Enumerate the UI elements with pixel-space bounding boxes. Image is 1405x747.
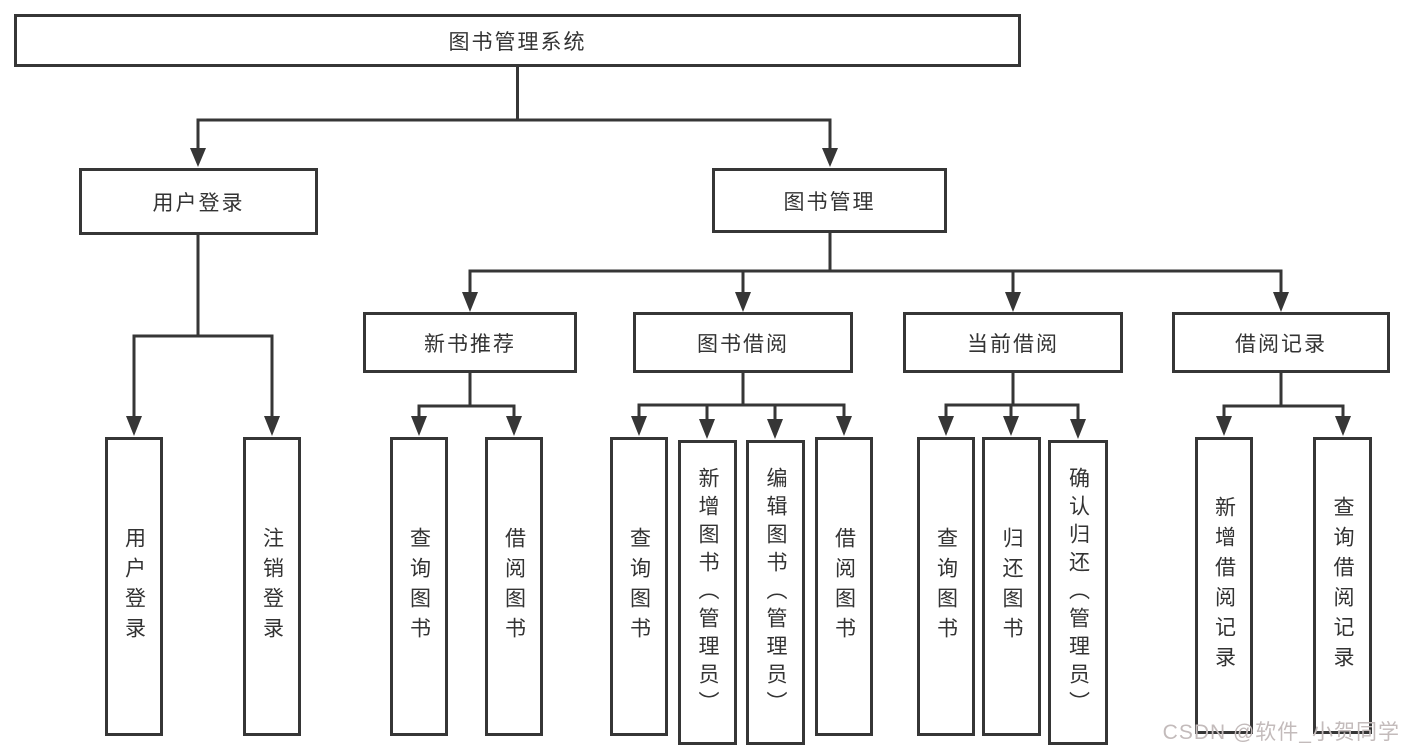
node-label: 用户登录 bbox=[122, 526, 146, 647]
node-leaf-user-login: 用户登录 bbox=[105, 437, 163, 736]
node-label: 查询图书 bbox=[627, 526, 651, 647]
node-label: 注销登录 bbox=[260, 526, 284, 647]
node-label: 借阅图书 bbox=[832, 526, 856, 647]
node-book-borrowing: 图书借阅 bbox=[633, 312, 853, 373]
node-label: 借阅图书 bbox=[502, 526, 526, 647]
node-library-management-system: 图书管理系统 bbox=[14, 14, 1021, 67]
node-leaf-query-books-current: 查询图书 bbox=[917, 437, 975, 736]
node-label: 查询图书 bbox=[934, 526, 958, 647]
node-leaf-edit-books-admin: 编辑图书（管理员） bbox=[746, 440, 805, 745]
node-label: 当前借阅 bbox=[967, 332, 1059, 356]
node-label: 确认归还（管理员） bbox=[1066, 466, 1090, 719]
node-leaf-query-books-recommend: 查询图书 bbox=[390, 437, 448, 736]
csdn-watermark: CSDN @软件_小贺同学 bbox=[1162, 721, 1400, 744]
node-label: 图书借阅 bbox=[697, 332, 789, 356]
node-leaf-borrow-books: 借阅图书 bbox=[815, 437, 873, 736]
node-book-management: 图书管理 bbox=[712, 168, 947, 233]
node-current-borrowing: 当前借阅 bbox=[903, 312, 1123, 373]
node-label: 用户登录 bbox=[152, 191, 245, 215]
node-leaf-borrow-books-recommend: 借阅图书 bbox=[485, 437, 543, 736]
node-label: 查询借阅记录 bbox=[1331, 495, 1354, 676]
node-leaf-confirm-return-admin: 确认归还（管理员） bbox=[1048, 440, 1108, 745]
node-leaf-logout: 注销登录 bbox=[243, 437, 301, 736]
node-leaf-add-books-admin: 新增图书（管理员） bbox=[678, 440, 737, 745]
node-label: 新书推荐 bbox=[424, 332, 516, 356]
node-label: 查询图书 bbox=[407, 526, 431, 647]
node-label: 编辑图书（管理员） bbox=[764, 466, 787, 719]
node-label: 借阅记录 bbox=[1235, 332, 1327, 356]
node-label: 归还图书 bbox=[1000, 526, 1023, 647]
node-label: 新增借阅记录 bbox=[1212, 495, 1236, 676]
node-leaf-return-books: 归还图书 bbox=[982, 437, 1041, 736]
node-leaf-query-books-borrowing: 查询图书 bbox=[610, 437, 668, 736]
node-user-login: 用户登录 bbox=[79, 168, 318, 235]
node-leaf-query-borrow-record: 查询借阅记录 bbox=[1313, 437, 1372, 734]
node-label: 图书管理 bbox=[783, 190, 876, 214]
node-new-book-recommend: 新书推荐 bbox=[363, 312, 577, 373]
node-label: 图书管理系统 bbox=[448, 30, 587, 54]
node-label: 新增图书（管理员） bbox=[696, 466, 719, 719]
node-leaf-add-borrow-record: 新增借阅记录 bbox=[1195, 437, 1253, 734]
node-borrow-records: 借阅记录 bbox=[1172, 312, 1390, 373]
